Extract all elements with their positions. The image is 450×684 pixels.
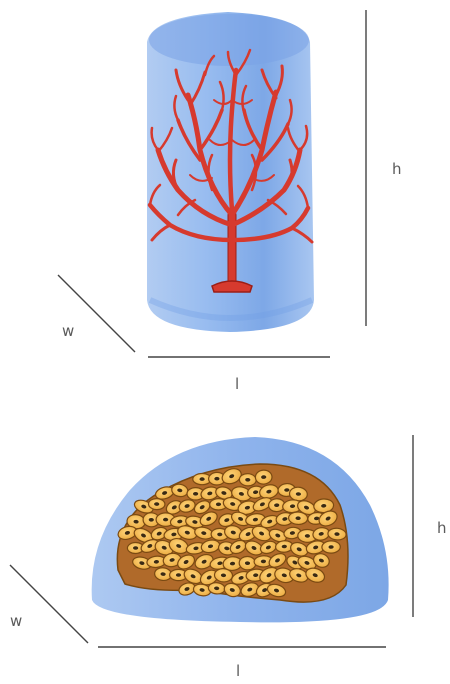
polyp-center: [193, 492, 198, 496]
bottom-height-label: h: [437, 519, 447, 537]
width-dimension-line: [58, 275, 135, 352]
width-dimension-line: [10, 565, 88, 643]
top-height-label: h: [392, 160, 402, 178]
polyp-center: [200, 477, 205, 481]
figure-top: [58, 10, 366, 357]
bottom-length-label: l: [236, 662, 240, 680]
top-length-label: l: [235, 375, 239, 393]
polyp-center: [176, 573, 181, 577]
bottom-width-label: w: [10, 612, 22, 630]
polyp-center: [163, 518, 168, 522]
figure-bottom: [10, 435, 413, 647]
top-width-label: w: [62, 322, 74, 340]
